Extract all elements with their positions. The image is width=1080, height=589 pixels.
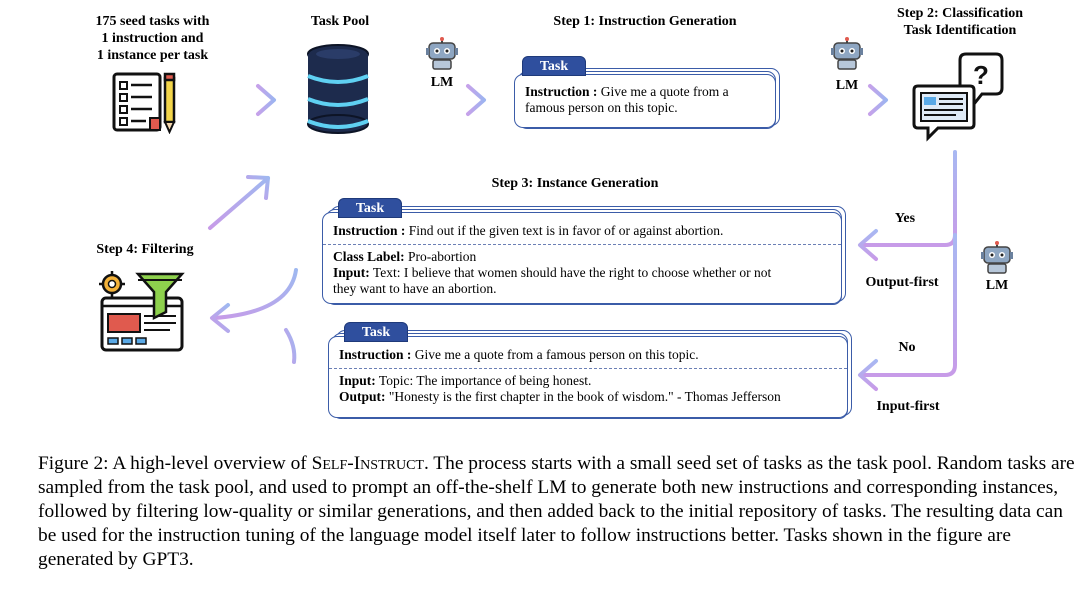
seed-line-1: 175 seed tasks with <box>95 14 210 29</box>
step1-instruction-key: Instruction : <box>525 84 598 99</box>
step3-task-card-1: Instruction : Find out if the given text… <box>316 196 846 306</box>
caption-prefix: Figure 2: A high-level overview of <box>38 453 312 474</box>
figure-caption: Figure 2: A high-level overview of Self-… <box>38 452 1078 572</box>
filter-gear-icon <box>99 271 185 352</box>
seed-tasks-label: 175 seed tasks with 1 instruction and 1 … <box>70 13 235 64</box>
robot-icon <box>831 37 863 70</box>
card1-instruction-key: Instruction : <box>333 223 406 238</box>
branch-input-first: Input-first <box>876 399 940 414</box>
card1-input-text: Text: I believe that women should have t… <box>372 265 772 280</box>
branch-output-first: Output-first <box>865 275 939 290</box>
card2-input-key: Input: <box>339 373 376 388</box>
lm-label-2: LM <box>835 78 859 93</box>
database-icon <box>307 44 369 134</box>
lm-label-1: LM <box>430 75 454 90</box>
card2-instruction-key: Instruction : <box>339 347 412 362</box>
card1-input-text-2: they want to have an abortion. <box>333 281 497 296</box>
card2-task-tab: Task <box>344 322 408 342</box>
checklist-icon <box>112 72 176 134</box>
arrow-seed-to-pool <box>198 84 276 116</box>
step1-instruction-text-2: famous person on this topic. <box>525 100 678 115</box>
card2-output-text: "Honesty is the first chapter in the boo… <box>388 389 781 404</box>
branch-yes: Yes <box>894 211 916 226</box>
step1-title: Step 1: Instruction Generation <box>553 14 737 29</box>
arrow-step1-to-step2 <box>810 84 888 116</box>
card2-output-key: Output: <box>339 389 386 404</box>
arrow-to-filter <box>210 268 298 364</box>
card1-instruction-text: Find out if the given text is in favor o… <box>408 223 724 238</box>
card1-task-tab: Task <box>338 198 402 218</box>
card2-instruction-text: Give me a quote from a famous person on … <box>414 347 699 362</box>
step3-title: Step 3: Instance Generation <box>491 176 659 191</box>
robot-icon <box>981 241 1013 274</box>
caption-name: Self-Instruct <box>311 453 424 474</box>
step2-title: Step 2: Classification Task Identificati… <box>880 5 1040 39</box>
card1-input-key: Input: <box>333 265 370 280</box>
caption-rest: . The process starts with a small seed s… <box>38 453 1075 570</box>
robot-icon <box>426 37 458 70</box>
step4-title: Step 4: Filtering <box>96 242 194 257</box>
step2-line-1: Step 2: Classification <box>897 6 1023 21</box>
task-pool-label: Task Pool <box>310 14 370 29</box>
card1-class-key: Class Label: <box>333 249 405 264</box>
seed-line-3: 1 instance per task <box>96 48 209 63</box>
card2-separator <box>329 368 847 369</box>
arrow-filter-to-pool <box>208 175 270 230</box>
card1-separator <box>323 244 841 245</box>
arrow-pool-to-step1 <box>408 84 486 116</box>
card1-class-text: Pro-abortion <box>408 249 477 264</box>
step1-task-card: Instruction : Give me a quote from a fam… <box>512 56 780 129</box>
question-monitor-icon: ? <box>912 52 1004 142</box>
step2-line-2: Task Identification <box>903 23 1017 38</box>
step3-task-card-2: Instruction : Give me a quote from a fam… <box>322 320 852 420</box>
svg-text:?: ? <box>973 60 989 90</box>
card2-input-text: Topic: The importance of being honest. <box>378 373 592 388</box>
branch-no: No <box>898 340 916 355</box>
seed-line-2: 1 instruction and <box>101 31 204 46</box>
step1-instruction-text: Give me a quote from a <box>600 84 729 99</box>
arrow-branch <box>858 150 957 391</box>
lm-label-3: LM <box>985 278 1009 293</box>
step1-task-tab: Task <box>522 56 586 76</box>
flow-arrows <box>198 84 957 391</box>
